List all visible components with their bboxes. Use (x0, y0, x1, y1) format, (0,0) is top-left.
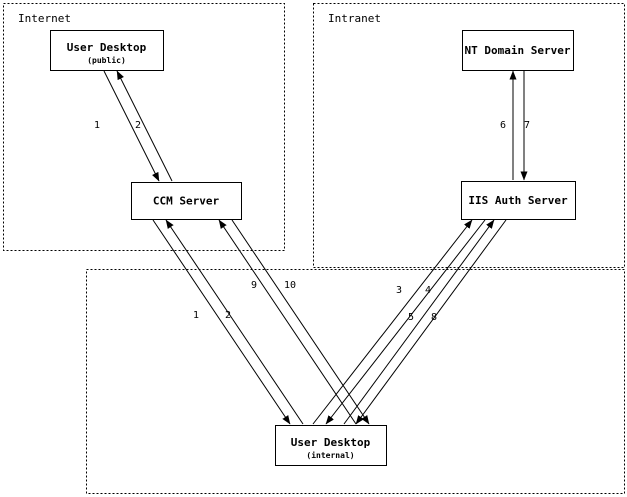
node-iis-auth-server[interactable]: IIS Auth Server (461, 181, 576, 220)
flow-arrow-1b (152, 219, 291, 425)
zone-label-internet: Internet (18, 12, 71, 25)
node-user-desktop-public[interactable]: User Desktop(public) (50, 30, 164, 71)
flow-arrow-5 (343, 219, 495, 425)
zone-boundary-intranet (313, 3, 625, 268)
node-title-user-desktop-internal: User Desktop (291, 436, 371, 449)
node-subtitle-user-desktop-internal: (internal) (306, 450, 354, 460)
flow-arrow-2b (165, 219, 304, 425)
flow-arrow-8 (355, 219, 507, 425)
zone-boundary-internet (3, 3, 285, 251)
node-title-ccm-server: CCM Server (153, 195, 220, 208)
step-label-8: 8 (431, 312, 437, 323)
step-label-6: 6 (500, 120, 506, 131)
flow-arrow-3 (312, 219, 473, 425)
step-label-10: 10 (284, 280, 296, 291)
flow-arrow-2 (116, 70, 173, 182)
step-label-1b: 1 (193, 310, 199, 321)
zone-internet: Internet (3, 3, 285, 251)
node-box-user-desktop-internal[interactable] (275, 425, 387, 466)
node-title-nt-domain-server: NT Domain Server (465, 44, 571, 57)
step-label-2b: 2 (225, 310, 231, 321)
node-box-iis-auth-server[interactable] (461, 181, 576, 220)
step-label-1: 1 (94, 120, 100, 131)
step-number-labels: 1 2 6 7 1 2 9 10 3 4 5 8 (94, 120, 530, 323)
step-label-5: 5 (408, 312, 414, 323)
node-box-nt-domain-server[interactable] (462, 30, 574, 71)
flow-arrow-9 (218, 219, 357, 425)
zone-label-intranet: Intranet (328, 12, 381, 25)
node-box-ccm-server[interactable] (131, 182, 242, 220)
node-subtitle-user-desktop-public: (public) (87, 55, 126, 65)
node-title-user-desktop-public: User Desktop (67, 41, 147, 54)
step-label-7: 7 (524, 120, 530, 131)
zone-boundaries: Internet Intranet (3, 3, 625, 494)
zone-boundary-bottom (86, 269, 625, 494)
node-title-iis-auth-server: IIS Auth Server (468, 194, 568, 207)
node-box-user-desktop-public[interactable] (50, 30, 164, 71)
node-ccm-server[interactable]: CCM Server (131, 182, 242, 220)
step-label-2: 2 (135, 120, 141, 131)
step-label-4: 4 (425, 285, 431, 296)
flow-arrow-4 (325, 219, 486, 425)
flow-arrows (103, 70, 528, 425)
node-nt-domain-server[interactable]: NT Domain Server (462, 30, 574, 71)
flow-arrow-1 (103, 70, 160, 182)
node-user-desktop-internal[interactable]: User Desktop(internal) (275, 425, 387, 466)
zone-bottom (86, 269, 625, 494)
step-label-9: 9 (251, 280, 257, 291)
step-label-3: 3 (396, 285, 402, 296)
zone-intranet: Intranet (313, 3, 625, 268)
flow-arrow-10 (231, 219, 370, 425)
